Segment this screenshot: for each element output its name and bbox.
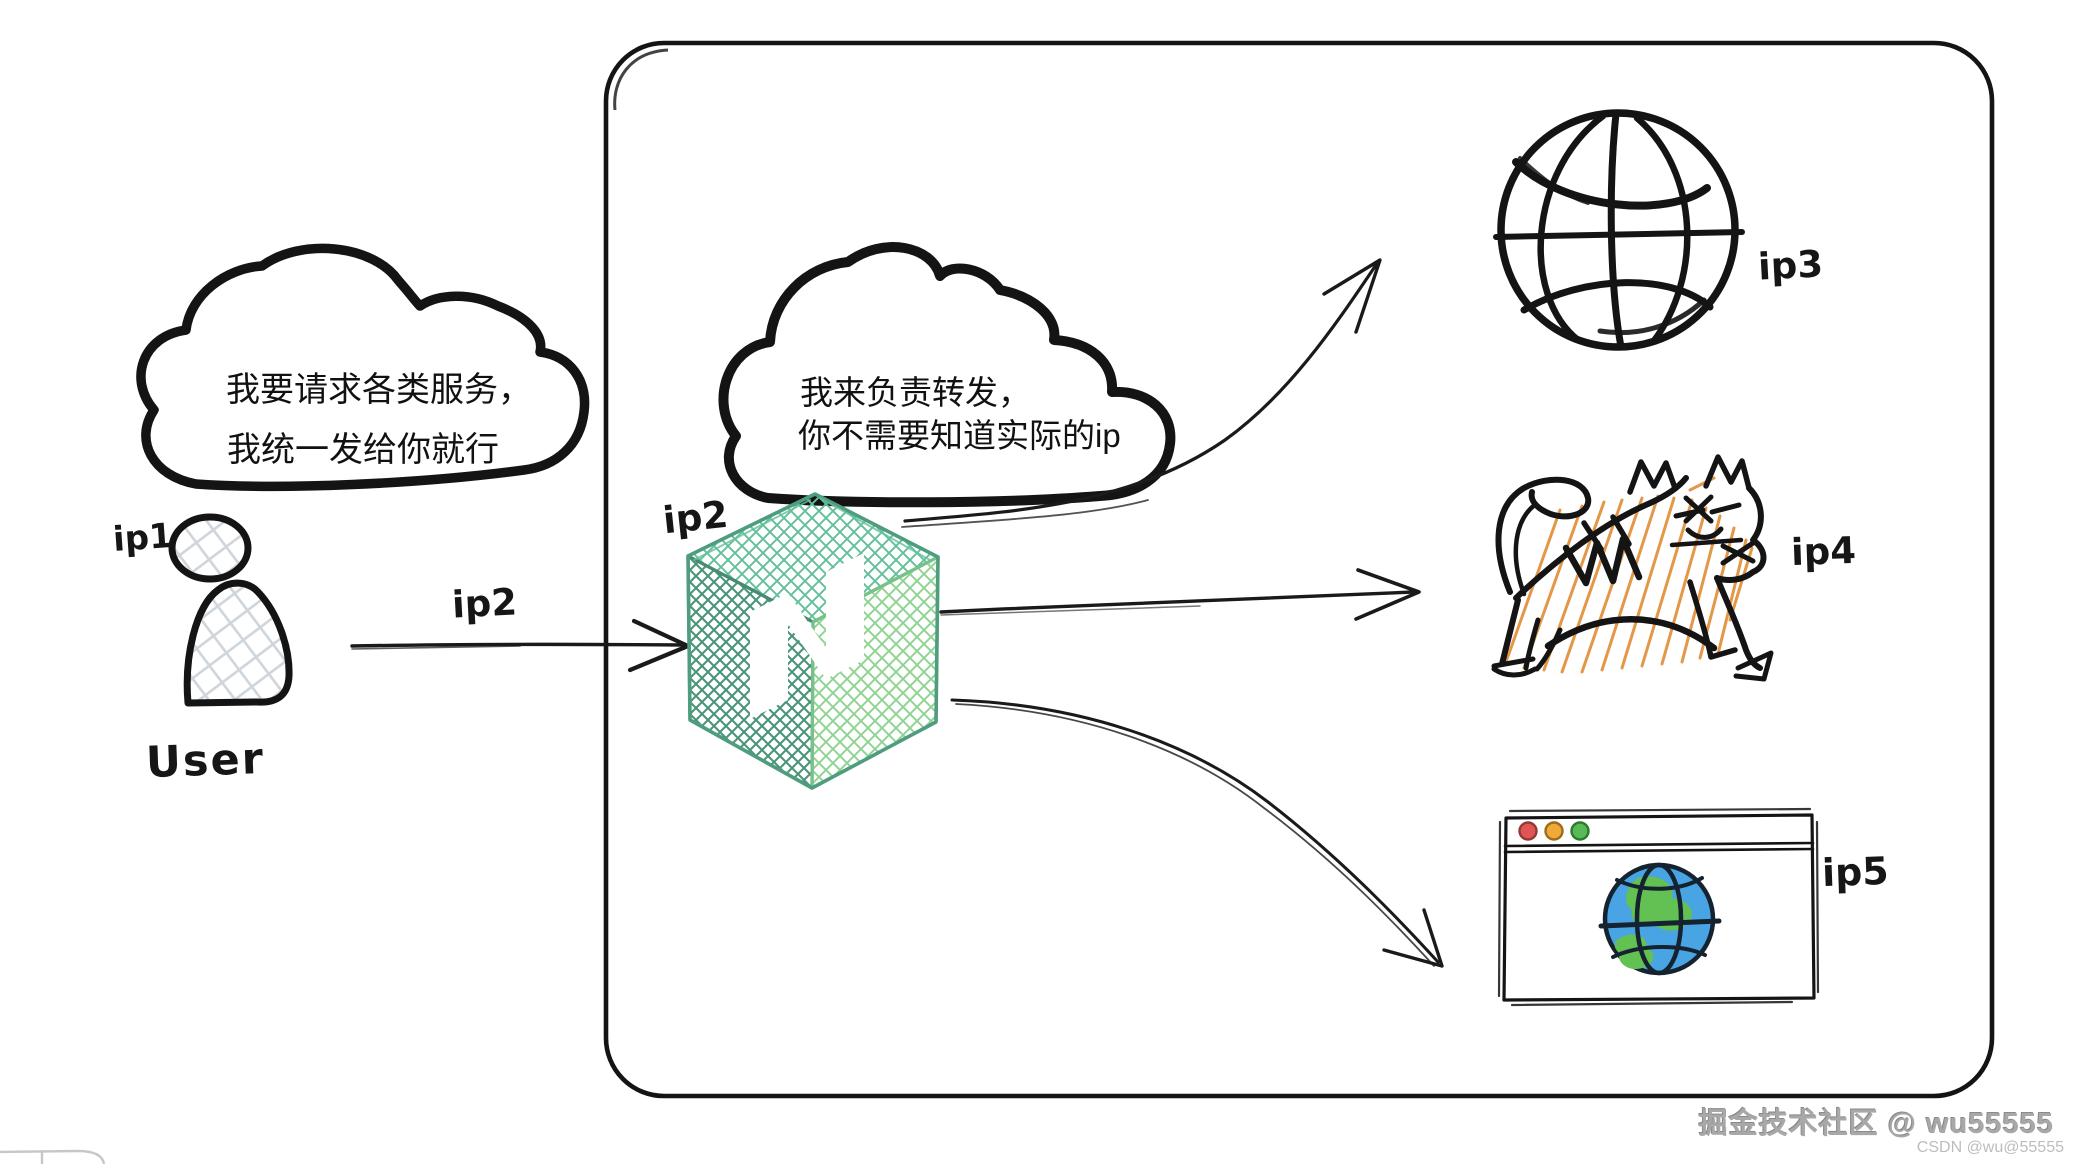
traffic-light-red	[1518, 821, 1538, 841]
traffic-light-green	[1570, 821, 1590, 841]
user-ip-label: ip1	[111, 515, 174, 561]
browser-window-icon	[1497, 807, 1820, 1007]
earth-icon	[1598, 862, 1722, 976]
proxy-bubble-text-line2: 你不需要知道实际的ip	[798, 417, 1121, 454]
bottom-left-toolbar-fragment[interactable]	[0, 1149, 106, 1164]
request-arrow-label: ip2	[450, 580, 519, 627]
server-ip3-label: ip3	[1756, 242, 1825, 289]
proxy-ip-label: ip2	[660, 492, 730, 543]
arrow-proxy-to-ip5	[950, 698, 1444, 968]
user-bubble-text-line1: 我要请求各类服务，	[226, 371, 532, 409]
user-bubble-text-line2: 我统一发给你就行	[227, 431, 499, 469]
nginx-cube-icon	[686, 492, 940, 790]
arrow-user-to-proxy	[350, 618, 691, 673]
browser-traffic-lights	[1518, 821, 1590, 841]
globe-wireframe-icon	[1493, 109, 1745, 351]
proxy-speech-cloud	[718, 242, 1176, 508]
proxy-boundary-box	[603, 40, 1995, 1099]
user-speech-cloud	[136, 243, 590, 492]
arrow-proxy-to-ip4	[939, 568, 1421, 621]
user-icon	[168, 513, 293, 707]
nginx-n-letter	[750, 553, 864, 719]
tiger-icon	[1491, 454, 1774, 682]
server-ip5-label: ip5	[1821, 848, 1890, 896]
user-name-label: User	[145, 733, 266, 789]
watermark-csdn: CSDN @wu@55555	[1916, 1139, 2064, 1156]
watermark-juejin: 掘金技术社区 @ wu55555	[1698, 1108, 2054, 1140]
traffic-light-yellow	[1544, 821, 1564, 841]
server-ip4-label: ip4	[1790, 528, 1857, 575]
proxy-bubble-text-line1: 我来负责转发，	[800, 374, 1031, 411]
arrow-proxy-to-ip3	[901, 258, 1382, 528]
